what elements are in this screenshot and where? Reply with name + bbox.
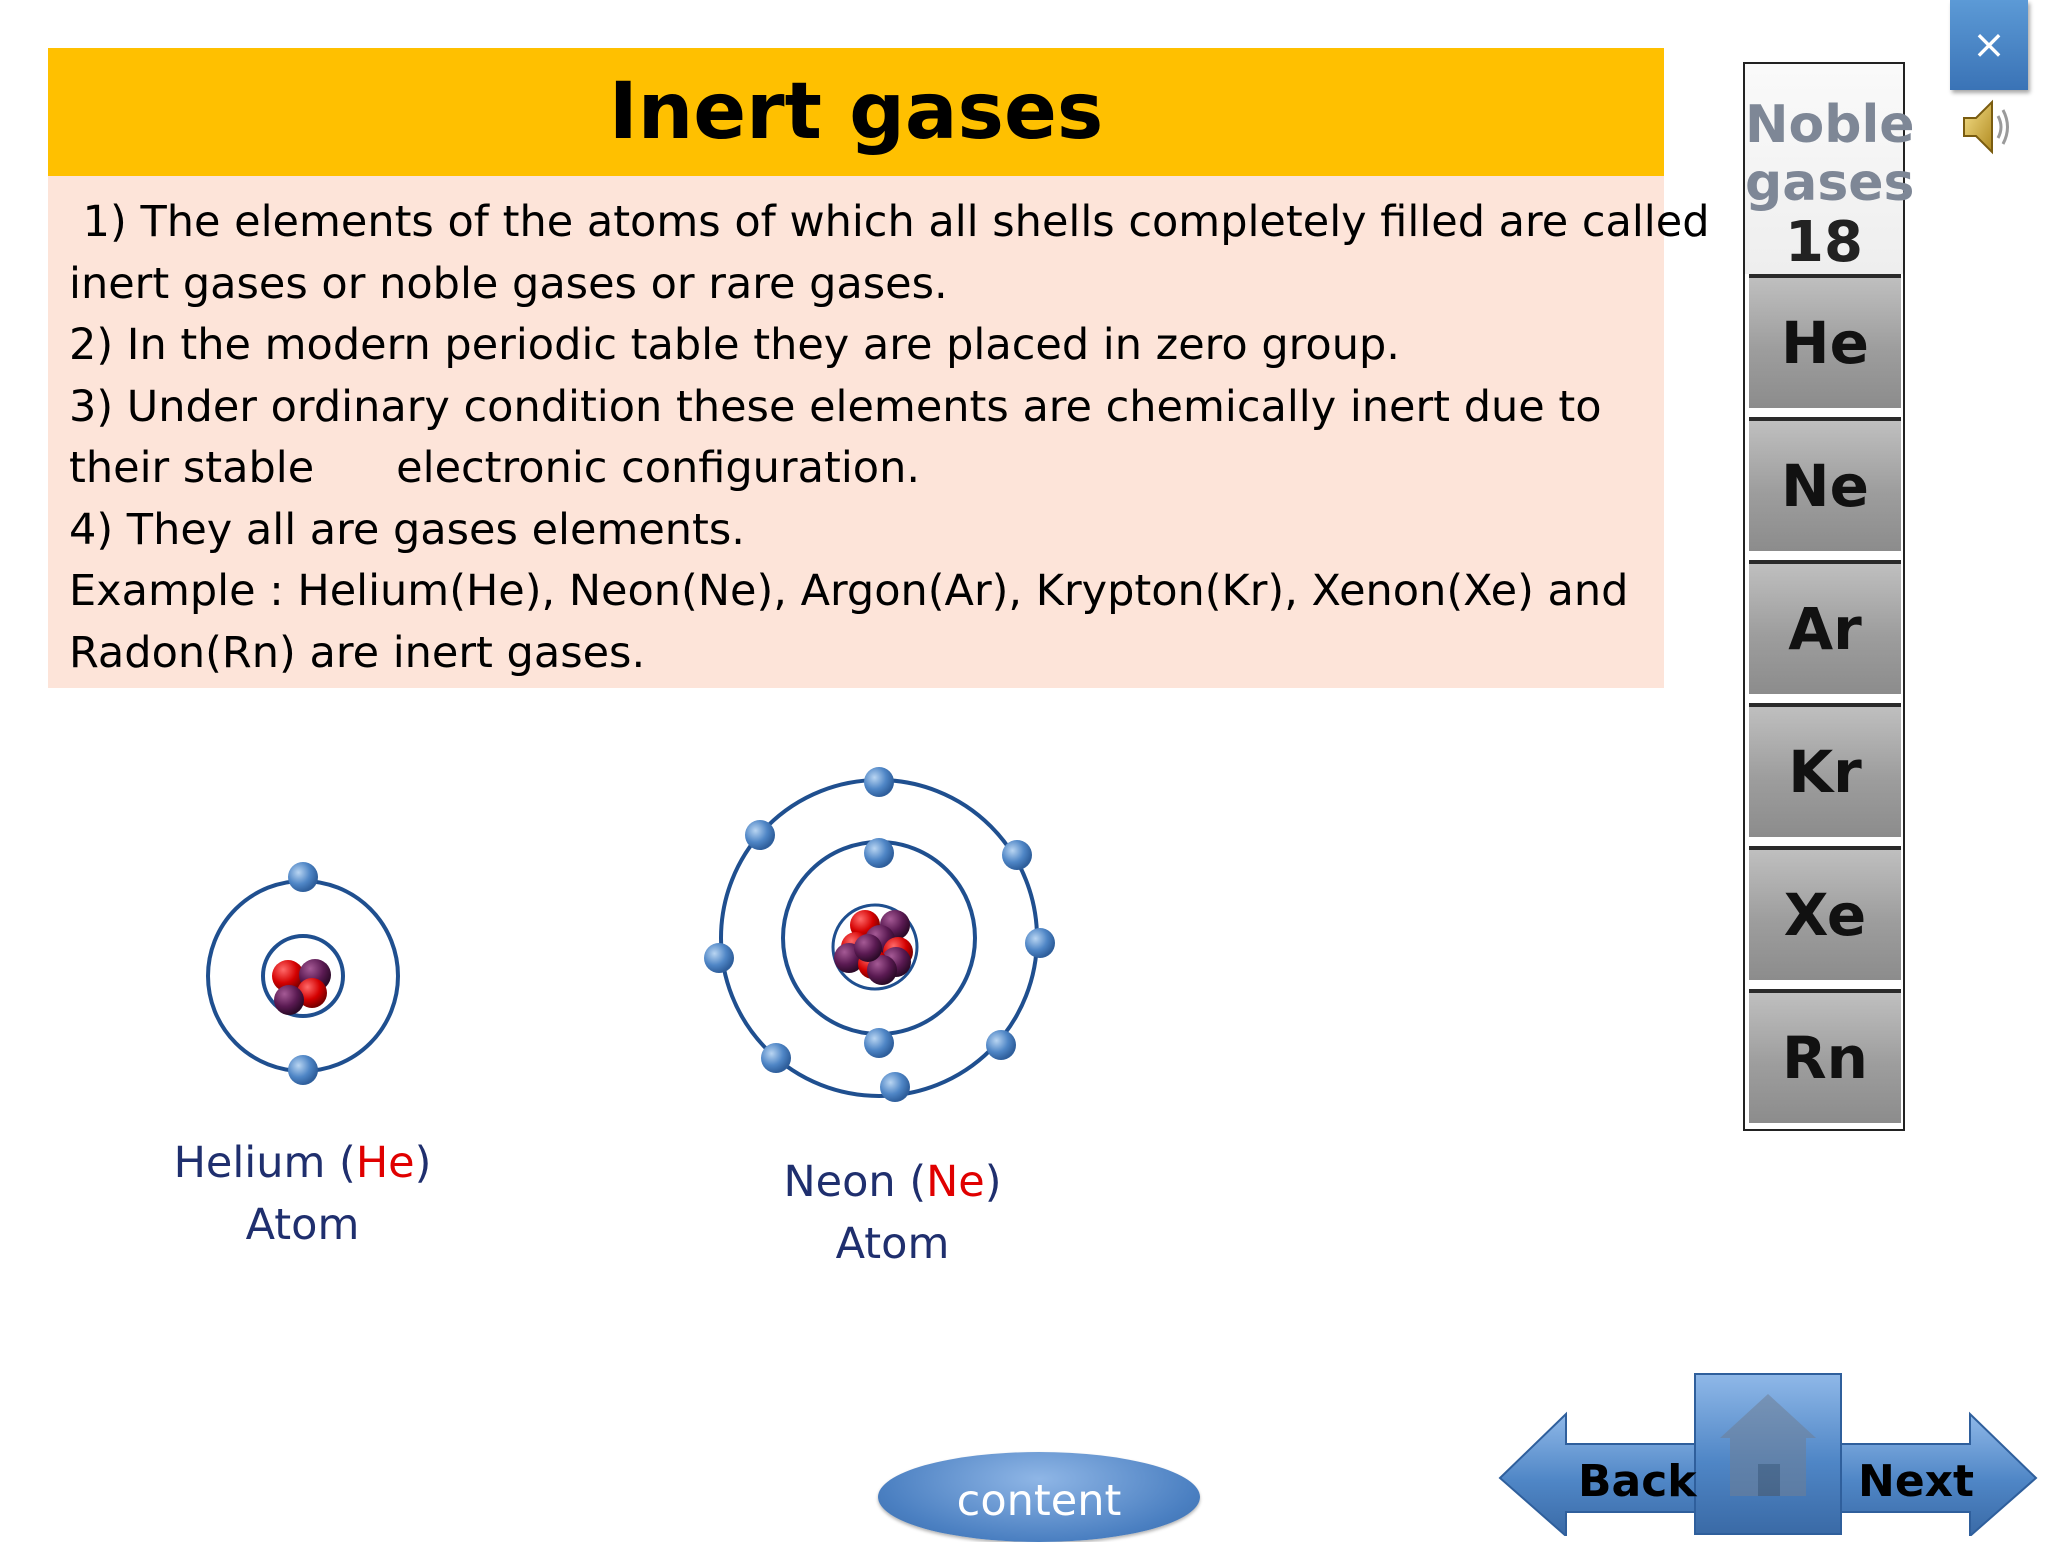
electron [704,943,734,973]
element-symbol: Kr [1788,738,1862,806]
next-button[interactable]: Next [1858,1456,1975,1507]
neutron [854,934,882,962]
neon-caption: Neon (Ne) Atom [740,1151,1045,1275]
element-symbol: He [1781,309,1869,377]
content-button-label: content [956,1476,1122,1526]
element-cell-kr: Kr [1749,703,1901,837]
neon-atom-label: Atom [835,1219,950,1269]
home-icon [1720,1394,1816,1496]
body-line: inert gases or noble gases or rare gases… [69,258,948,309]
electron [986,1030,1016,1060]
body-line: Example : Helium(He), Neon(Ne), Argon(Ar… [69,566,1629,616]
element-symbol: Ne [1781,452,1869,520]
body-line: Radon(Rn) are inert gases. [69,627,646,678]
close-button[interactable]: × [1950,0,2028,90]
group-number: 18 [1785,210,1863,275]
neon-nucleus-ring [831,903,919,991]
nav-graphics [1498,1373,2038,1536]
page-title: Inert gases [608,67,1104,157]
electron [880,1072,910,1102]
neon-close: ) [984,1157,1002,1207]
element-symbol: Rn [1782,1024,1868,1092]
body-line: 3) Under ordinary condition these elemen… [69,381,1602,432]
body-line: their stable electronic configuration. [69,443,920,493]
speaker-icon[interactable] [1960,92,2014,162]
neon-name: Neon ( [783,1157,927,1207]
helium-atom-diagram [206,862,400,1085]
noble-gases-header: Noble gases 18 [1745,64,1915,275]
helium-atom-label: Atom [245,1200,360,1250]
element-cell-xe: Xe [1749,846,1901,980]
noble-header-line2: gases [1745,153,1915,213]
electron [864,767,894,797]
electron [288,1055,318,1085]
proton [272,960,304,992]
electron [1025,928,1055,958]
navigation-buttons: Back Next [1498,1372,2038,1536]
noble-header-line1: Noble [1745,95,1915,155]
neutron [867,955,897,985]
neon-atom-diagram [704,767,1055,1102]
helium-name: Helium ( [173,1138,356,1188]
close-icon: × [1972,22,2006,68]
content-button[interactable]: content [878,1452,1200,1542]
electron [761,1043,791,1073]
body-line: 2) In the modern periodic table they are… [69,320,1400,370]
element-cell-ne: Ne [1749,417,1901,551]
helium-caption: Helium (He) Atom [150,1132,455,1256]
noble-gases-column: Noble gases 18 He Ne Ar Kr Xe Rn [1743,62,1915,1131]
electron [864,1028,894,1058]
element-symbol: Ar [1788,595,1862,663]
element-cell-he: He [1749,274,1901,408]
neon-symbol: Ne [926,1157,985,1207]
element-cell-rn: Rn [1749,989,1901,1123]
neutron [274,985,304,1015]
helium-nucleus-ring [261,934,345,1018]
electron [864,838,894,868]
body-line: 4) They all are gases elements. [69,504,745,555]
helium-symbol: He [355,1138,415,1188]
back-button[interactable]: Back [1578,1456,1697,1507]
body-line: 1) The elements of the atoms of which al… [69,197,1710,247]
body-text-panel: 1) The elements of the atoms of which al… [48,176,1710,688]
electron [1002,840,1032,870]
electron [288,862,318,892]
electron [745,820,775,850]
element-cell-ar: Ar [1749,560,1901,694]
element-symbol: Xe [1783,881,1867,949]
title-bar: Inert gases [48,48,1664,176]
helium-close: ) [414,1138,432,1188]
proton [297,978,327,1008]
